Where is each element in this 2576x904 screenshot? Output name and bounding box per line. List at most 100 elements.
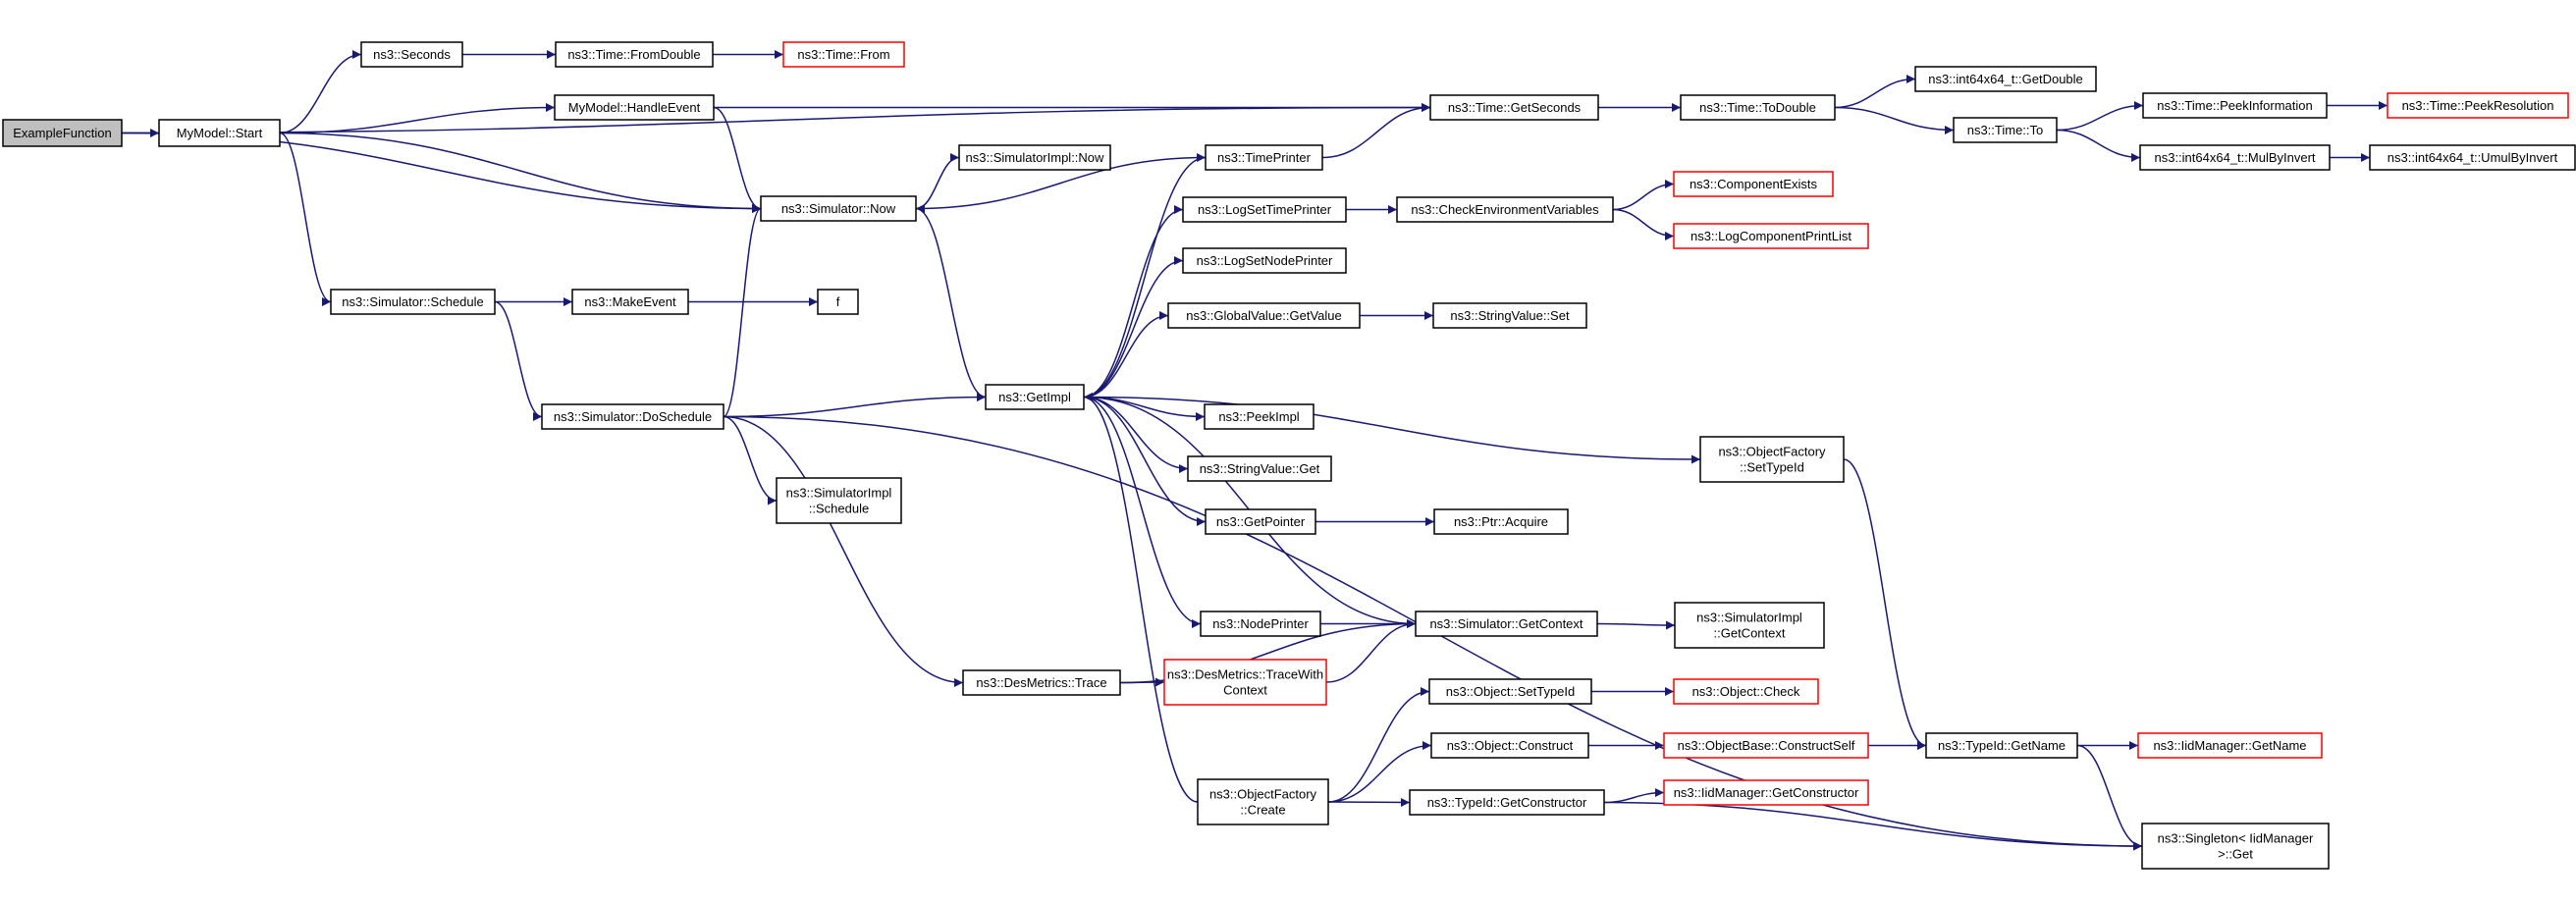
- node-ns3-object-check[interactable]: ns3::Object::Check: [1673, 678, 1819, 705]
- node-ns3-time-peekresolution[interactable]: ns3::Time::PeekResolution: [2387, 92, 2569, 119]
- node-box: [1187, 455, 1332, 482]
- node-ns3-simulator-doschedule[interactable]: ns3::Simulator::DoSchedule: [541, 403, 724, 430]
- node-box: [330, 289, 496, 315]
- node-box: [2137, 732, 2323, 759]
- node-box: [1396, 196, 1614, 223]
- node-ns3-stringvalue-get[interactable]: ns3::StringValue::Get: [1187, 455, 1332, 482]
- node-ns3-seconds[interactable]: ns3::Seconds: [360, 41, 463, 68]
- node-label: ns3::Time::PeekResolution: [2402, 98, 2554, 113]
- node-ns3-ptr-acquire[interactable]: ns3::Ptr::Acquire: [1433, 508, 1569, 535]
- node-ns3-iidmanager-getconstructor[interactable]: ns3::IidManager::GetConstructor: [1663, 779, 1869, 806]
- node-ns3-int64x64-t-getdouble[interactable]: ns3::int64x64_t::GetDouble: [1914, 66, 2097, 92]
- node-ns3-int64x64-t-umulbyinvert[interactable]: ns3::int64x64_t::UmulByInvert: [2369, 144, 2576, 171]
- node-box: [760, 195, 917, 222]
- node-label: ::Create: [1240, 803, 1285, 818]
- edge-n28-to-n35: [1083, 396, 1202, 628]
- node-ns3-nodeprinter[interactable]: ns3::NodePrinter: [1200, 611, 1321, 637]
- node-ns3-time-fromdouble[interactable]: ns3::Time::FromDouble: [555, 41, 714, 68]
- node-ns3-typeid-getname[interactable]: ns3::TypeId::GetName: [1925, 732, 2078, 759]
- node-ns3-logcomponentprintlist[interactable]: ns3::LogComponentPrintList: [1673, 223, 1869, 249]
- node-label: ns3::GlobalValue::GetValue: [1186, 308, 1342, 323]
- node-ns3-logsettimeprinter[interactable]: ns3::LogSetTimePrinter: [1182, 196, 1347, 223]
- node-box: [2142, 92, 2328, 119]
- node-box: [1699, 436, 1845, 483]
- node-box: [1205, 508, 1316, 535]
- node-ns3-stringvalue-set[interactable]: ns3::StringValue::Set: [1432, 302, 1587, 329]
- edge-n28-to-n21: [1083, 256, 1184, 399]
- edge-n27-to-n28: [723, 393, 987, 418]
- node-ns3-simulatorimpl-now[interactable]: ns3::SimulatorImpl::Now: [958, 144, 1111, 171]
- node-ns3-objectfactory-settypeid[interactable]: ns3::ObjectFactory::SetTypeId: [1699, 436, 1845, 483]
- node-ns3-objectfactory-create[interactable]: ns3::ObjectFactory::Create: [1197, 778, 1329, 825]
- node-label: ns3::Simulator::Now: [781, 201, 896, 216]
- node-ns3-simulatorimpl-getcontext[interactable]: ns3::SimulatorImpl::GetContext: [1674, 602, 1825, 649]
- node-box: [1663, 779, 1869, 806]
- node-ns3-simulator-schedule[interactable]: ns3::Simulator::Schedule: [330, 289, 496, 315]
- node-label: ns3::Ptr::Acquire: [1454, 514, 1548, 529]
- node-ns3-int64x64-t-mulbyinvert[interactable]: ns3::int64x64_t::MulByInvert: [2139, 144, 2331, 171]
- edge-n9-to-n10: [2056, 101, 2144, 132]
- node-ns3-getpointer[interactable]: ns3::GetPointer: [1205, 508, 1316, 535]
- node-ns3-time-to[interactable]: ns3::Time::To: [1953, 117, 2058, 143]
- node-ns3-objectbase-constructself[interactable]: ns3::ObjectBase::ConstructSelf: [1663, 732, 1869, 759]
- node-box: [1433, 508, 1569, 535]
- node-ns3-time-getseconds[interactable]: ns3::Time::GetSeconds: [1429, 94, 1599, 121]
- node-ns3-checkenvironmentvariables[interactable]: ns3::CheckEnvironmentVariables: [1396, 196, 1614, 223]
- node-label: ns3::LogComponentPrintList: [1690, 229, 1852, 243]
- node-ns3-iidmanager-getname[interactable]: ns3::IidManager::GetName: [2137, 732, 2323, 759]
- node-label: ns3::SimulatorImpl: [786, 486, 892, 501]
- node-ns3-globalvalue-getvalue[interactable]: ns3::GlobalValue::GetValue: [1167, 302, 1361, 329]
- node-ns3-simulator-getcontext[interactable]: ns3::Simulator::GetContext: [1415, 611, 1598, 637]
- node-box: [1200, 611, 1321, 637]
- node-label: ns3::Time::To: [1967, 123, 2044, 137]
- node-ns3-time-peekinformation[interactable]: ns3::Time::PeekInformation: [2142, 92, 2328, 119]
- node-label: ns3::Object::Check: [1692, 684, 1800, 699]
- node-ns3-singleton-iidmanager-get[interactable]: ns3::Singleton< IidManager >::Get: [2141, 823, 2330, 870]
- node-box: [1674, 602, 1825, 649]
- edge-n44-to-n49: [2076, 744, 2143, 851]
- node-label: ns3::Time::FromDouble: [567, 47, 700, 62]
- node-f[interactable]: f: [817, 289, 859, 315]
- node-label: ExampleFunction: [13, 126, 111, 140]
- node-ns3-object-settypeid[interactable]: ns3::Object::SetTypeId: [1428, 678, 1592, 705]
- node-mymodel-handleevent[interactable]: MyModel::HandleEvent: [554, 94, 715, 121]
- edge-n28-to-n33: [1083, 396, 1207, 526]
- node-label: ns3::ComponentExists: [1690, 177, 1818, 191]
- node-ns3-time-from[interactable]: ns3::Time::From: [782, 41, 905, 68]
- node-box: [1430, 732, 1589, 759]
- node-label: ns3::IidManager::GetConstructor: [1674, 785, 1859, 800]
- node-ns3-timeprinter[interactable]: ns3::TimePrinter: [1205, 144, 1323, 171]
- node-ns3-peekimpl[interactable]: ns3::PeekImpl: [1204, 403, 1315, 430]
- node-box: [817, 289, 859, 315]
- edge-n1-to-n5: [279, 103, 556, 134]
- edge-n18-to-n20: [1612, 208, 1675, 240]
- node-ns3-makeevent[interactable]: ns3::MakeEvent: [571, 289, 689, 315]
- node-ns3-componentexists[interactable]: ns3::ComponentExists: [1673, 171, 1834, 197]
- node-box: [1182, 196, 1347, 223]
- edge-n1-to-n22: [279, 132, 332, 306]
- node-label: ns3::Object::Construct: [1447, 738, 1574, 753]
- node-label: ns3::DesMetrics::Trace: [976, 675, 1106, 690]
- edge-n14-to-n28: [915, 207, 987, 401]
- node-ns3-getimpl[interactable]: ns3::GetImpl: [985, 384, 1085, 410]
- node-ns3-desmetrics-trace[interactable]: ns3::DesMetrics::Trace: [962, 669, 1121, 696]
- edge-n9-to-n12: [2056, 129, 2141, 162]
- node-ns3-simulator-now[interactable]: ns3::Simulator::Now: [760, 195, 917, 222]
- node-box: [782, 41, 905, 68]
- node-ns3-time-todouble[interactable]: ns3::Time::ToDouble: [1680, 94, 1836, 121]
- node-box: [158, 119, 281, 147]
- node-mymodel-start[interactable]: MyModel::Start: [158, 119, 281, 147]
- node-ns3-logsetnodeprinter[interactable]: ns3::LogSetNodePrinter: [1182, 247, 1347, 274]
- node-ns3-simulatorimpl-schedule[interactable]: ns3::SimulatorImpl::Schedule: [776, 477, 902, 524]
- node-label: ::SetTypeId: [1740, 460, 1804, 475]
- node-ns3-object-construct[interactable]: ns3::Object::Construct: [1430, 732, 1589, 759]
- node-box: [555, 41, 714, 68]
- edge-n28-to-n30: [1083, 396, 1701, 464]
- node-box: [2141, 823, 2330, 870]
- node-box: [776, 477, 902, 524]
- node-ns3-typeid-getconstructor[interactable]: ns3::TypeId::GetConstructor: [1409, 789, 1605, 816]
- node-label: ns3::TimePrinter: [1217, 150, 1312, 165]
- node-examplefunction[interactable]: ExampleFunction: [2, 119, 123, 147]
- node-label: ns3::LogSetTimePrinter: [1198, 202, 1332, 217]
